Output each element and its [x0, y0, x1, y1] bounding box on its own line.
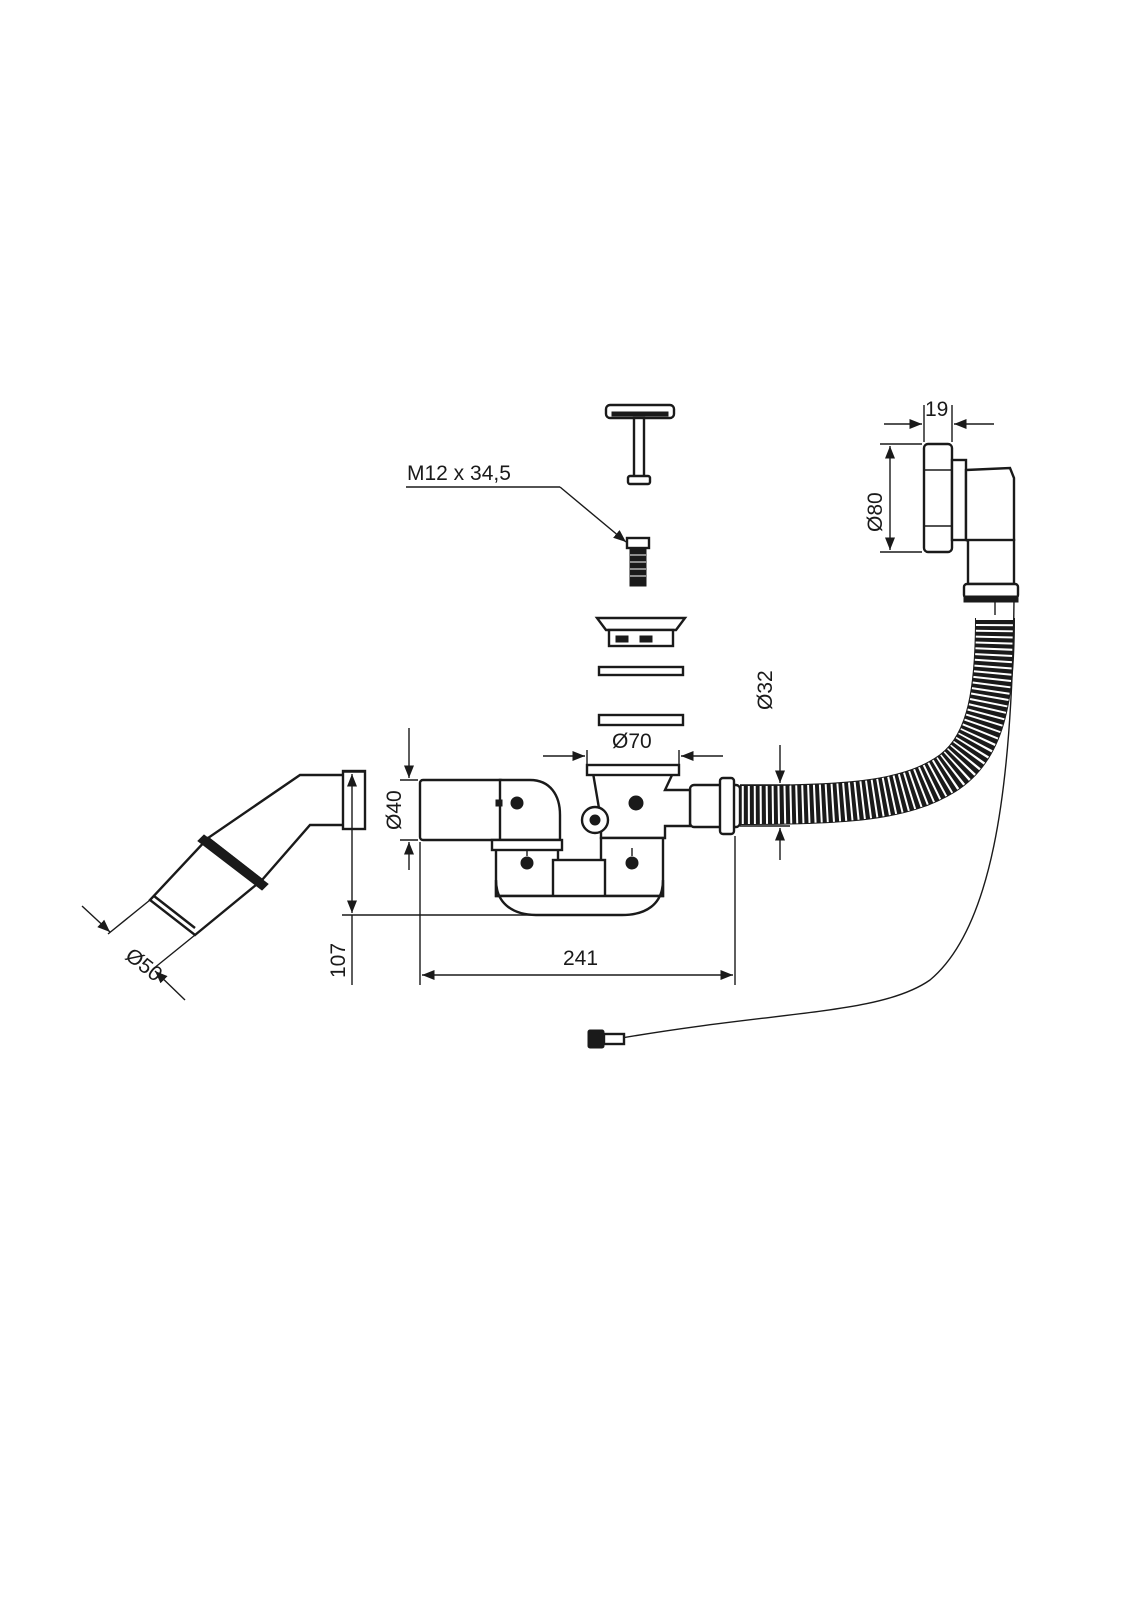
thread-label: M12 x 34,5	[407, 462, 511, 485]
hose-diameter-label: Ø32	[754, 670, 777, 710]
corrugated-hose	[739, 617, 1015, 825]
thread-leader-line	[406, 486, 627, 543]
pipe-diameter-dimension	[81, 899, 196, 1001]
washer-top	[597, 665, 685, 677]
overflow-head	[922, 442, 1020, 615]
strainer-diameter-dimension	[543, 750, 723, 765]
plug-stopper	[604, 403, 676, 486]
strainer-body	[580, 763, 692, 840]
outlet-diameter-label: Ø40	[383, 790, 406, 830]
height-label: 107	[327, 943, 350, 978]
pipe-diameter-label: Ø50	[121, 944, 166, 987]
threaded-rod	[625, 536, 651, 587]
hose-connector	[688, 776, 742, 836]
outlet-diameter-dimension	[400, 728, 418, 870]
outlet-elbow	[418, 778, 564, 852]
overflow-depth-dimension	[884, 405, 994, 442]
overflow-depth-label: 19	[925, 398, 948, 421]
washer-bottom	[597, 713, 685, 727]
hose-diameter-dimension	[740, 745, 790, 860]
width-dimension	[419, 836, 736, 985]
overflow-diameter-label: Ø80	[864, 492, 887, 532]
strainer-diameter-label: Ø70	[612, 730, 652, 753]
bowden-cable	[587, 599, 1015, 1049]
width-label: 241	[563, 947, 598, 970]
height-dimension	[342, 771, 620, 985]
strainer	[594, 616, 688, 648]
overflow-diameter-dimension	[880, 443, 922, 553]
angled-outlet-pipe	[148, 769, 367, 937]
